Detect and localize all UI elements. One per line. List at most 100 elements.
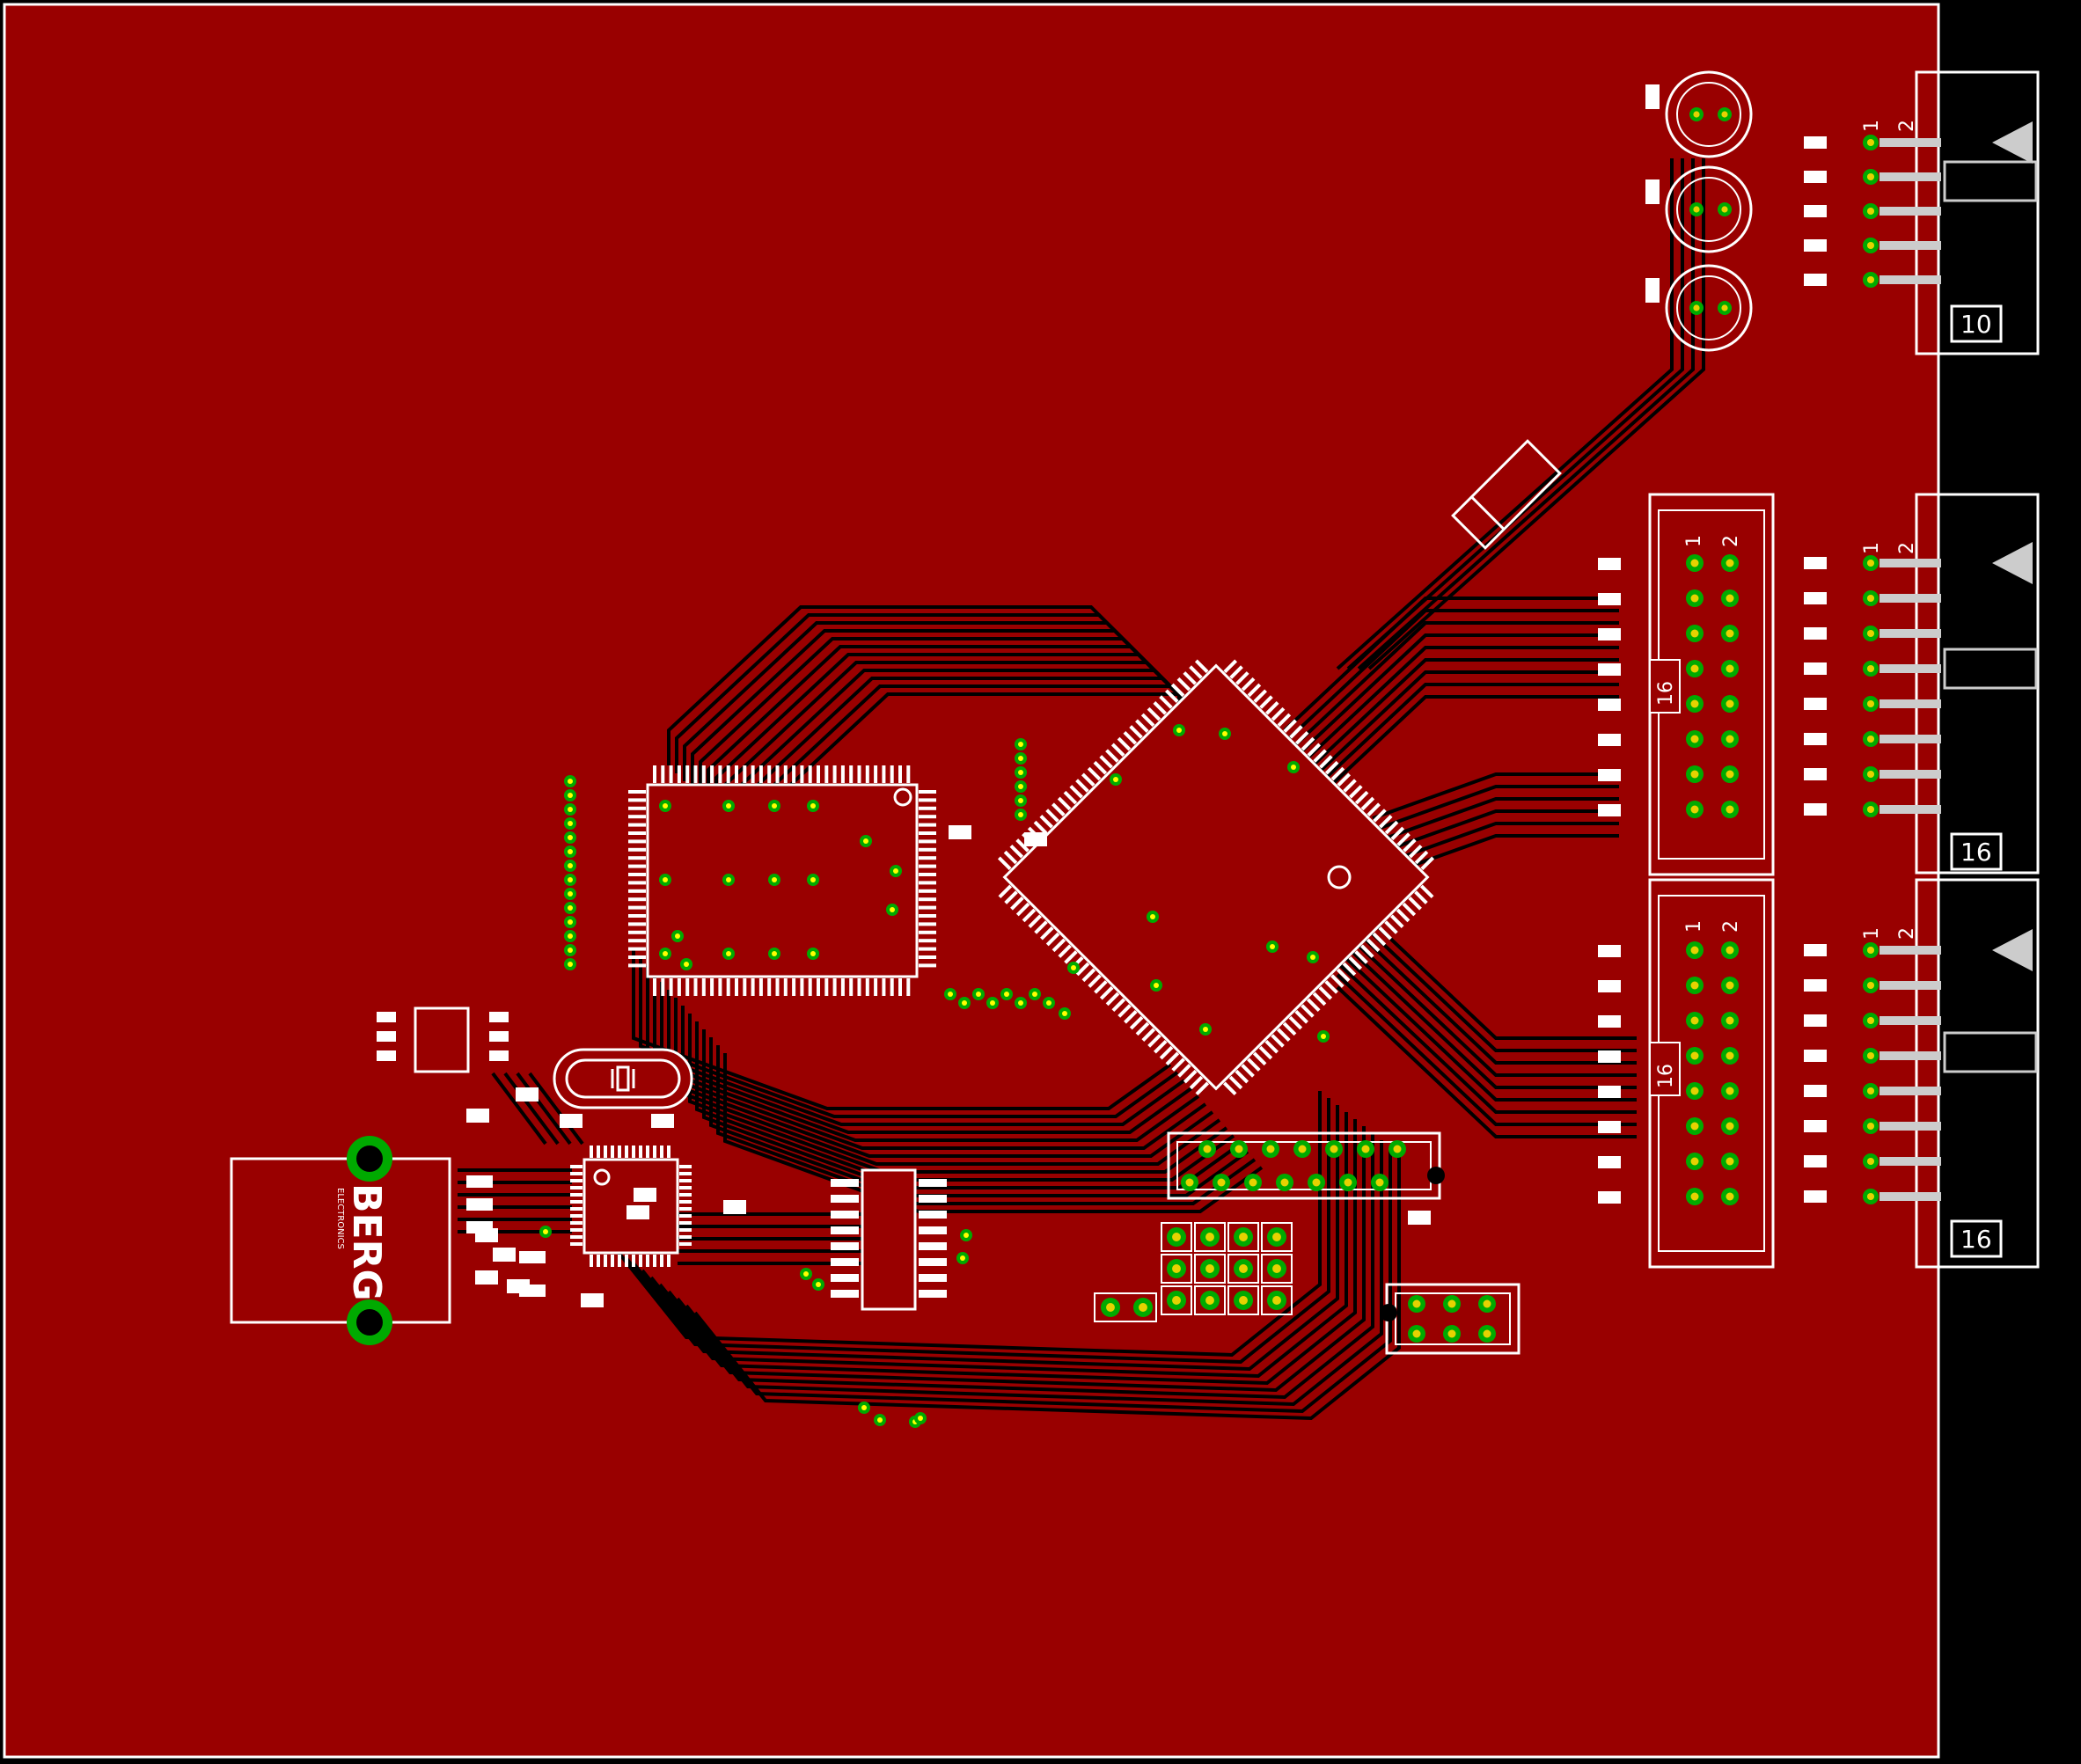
qfp-pin	[726, 765, 730, 783]
resistor-pad	[1804, 136, 1827, 149]
qfp-pin	[824, 765, 829, 783]
qfp-pin	[1129, 1015, 1144, 1030]
qfp-pin	[1396, 908, 1411, 923]
qfp-pin	[639, 1255, 642, 1267]
qfp-pin	[1045, 809, 1059, 823]
board-outline[interactable]	[3, 3, 1940, 1759]
edge-lead	[1879, 559, 1941, 567]
diode-package[interactable]	[1451, 439, 1562, 550]
edge-10-count: 10	[1960, 310, 1992, 339]
led-icon	[1665, 70, 1753, 158]
qfp-pin	[919, 856, 936, 860]
qfp-pin	[1414, 850, 1429, 865]
qfp-pin	[919, 873, 936, 876]
qfp-pin	[1373, 809, 1387, 823]
qfp-pin	[1135, 1021, 1150, 1036]
resistor-pad	[1804, 239, 1827, 252]
qfp-pin	[783, 978, 788, 996]
edge-header-16-b[interactable]: 1 2 16	[1861, 878, 2040, 1269]
qfp-pin	[840, 765, 845, 783]
trace	[1283, 658, 1619, 794]
resistor-pad	[1598, 769, 1621, 781]
qfp-pin	[919, 798, 936, 802]
qfp-pin	[1124, 1010, 1138, 1024]
qfp-pin	[685, 765, 690, 783]
qfp-pin	[1324, 980, 1338, 994]
smd-passives	[466, 825, 1431, 1307]
jtag-pins	[1181, 1140, 1406, 1191]
qfp-pin	[1170, 683, 1185, 698]
qfp-pin	[1033, 820, 1048, 835]
soic-pin	[831, 1226, 859, 1234]
qfp-pin	[1354, 790, 1369, 805]
edge-header-10[interactable]: 1 2 10	[1861, 70, 2040, 355]
qfp-pin	[628, 864, 646, 868]
resistor-pad	[1804, 1190, 1827, 1203]
smd-resistor	[466, 1198, 493, 1211]
qfp-pin	[919, 930, 936, 934]
trace	[1283, 621, 1619, 757]
qfp-pin	[604, 1255, 607, 1267]
qfp-pin	[646, 1146, 649, 1158]
qfp-pin	[1064, 950, 1078, 964]
qfp-pin	[653, 765, 656, 783]
qfp-pin	[792, 765, 796, 783]
resistor-pad	[1804, 662, 1827, 675]
soic-chip[interactable]	[831, 1168, 947, 1311]
qfp-pin	[1288, 1015, 1303, 1030]
qfp-pin	[1384, 920, 1398, 934]
resistor-pad	[1598, 1156, 1621, 1168]
resistor-pad	[1804, 1155, 1827, 1167]
jtag-header-2x8[interactable]	[1167, 1131, 1445, 1200]
qfp-pin	[628, 815, 646, 819]
qfp-pin	[1147, 1034, 1161, 1048]
ribbon-connector-b[interactable]: 1 2 16	[1648, 878, 1775, 1269]
qfp-pin	[1235, 671, 1249, 685]
qfp-pin	[679, 1165, 692, 1168]
usb-connector[interactable]: BERG ELECTRONICS	[230, 1136, 451, 1345]
qfp-pin	[1294, 1010, 1308, 1024]
qfp-pin	[1408, 897, 1422, 911]
qfp-pin	[849, 978, 854, 996]
qfp-pin	[817, 765, 820, 783]
regulator-chip[interactable]	[377, 1006, 509, 1073]
soic-pin	[831, 1274, 859, 1282]
fpga-qfp[interactable]	[628, 765, 936, 996]
ribbon-a-pin1: 1	[1683, 535, 1705, 547]
resistor-pad	[1804, 1014, 1827, 1027]
edge-lead	[1879, 1122, 1941, 1131]
ribbon-connector-a[interactable]: 1 2 16	[1648, 493, 1775, 876]
qfp-pin	[632, 1146, 635, 1158]
qfp-pin	[890, 978, 894, 996]
resistor-pad	[1598, 593, 1621, 605]
trace	[1336, 961, 1637, 1114]
qfp-pin	[1094, 980, 1108, 994]
qfp-pin	[882, 978, 886, 996]
main-mcu-qfp[interactable]	[979, 640, 1452, 1113]
crystal-icon[interactable]	[553, 1048, 693, 1109]
trace	[1336, 899, 1637, 1052]
qfp-pin	[679, 1200, 692, 1204]
smd-resistor	[466, 1221, 493, 1233]
qfp-pin	[628, 914, 646, 918]
qfp-pin	[570, 1172, 583, 1175]
soic-pin	[831, 1242, 859, 1250]
soic-pin	[831, 1179, 859, 1187]
qfp-pin	[1354, 950, 1368, 964]
qfp-pin	[1093, 760, 1108, 775]
qfp-pin	[632, 1255, 635, 1267]
soic-pin	[919, 1226, 947, 1234]
ribbon-a-count: 16	[1655, 681, 1677, 706]
trace	[685, 1147, 1392, 1414]
edge-lead	[1879, 699, 1941, 708]
qfp-pin	[919, 922, 936, 926]
qfp-pin	[1247, 683, 1262, 698]
qfp-pin	[882, 765, 886, 783]
pin-header-grid[interactable]	[1094, 1222, 1293, 1322]
ribbon-pins	[1598, 554, 1739, 1205]
qfp-pin	[1396, 832, 1411, 846]
small-header-2x3[interactable]	[1380, 1283, 1520, 1355]
qfp-pin	[783, 765, 788, 783]
edge-header-16-a[interactable]: 1 2 16	[1861, 493, 2040, 875]
qfp-pin	[919, 823, 936, 827]
